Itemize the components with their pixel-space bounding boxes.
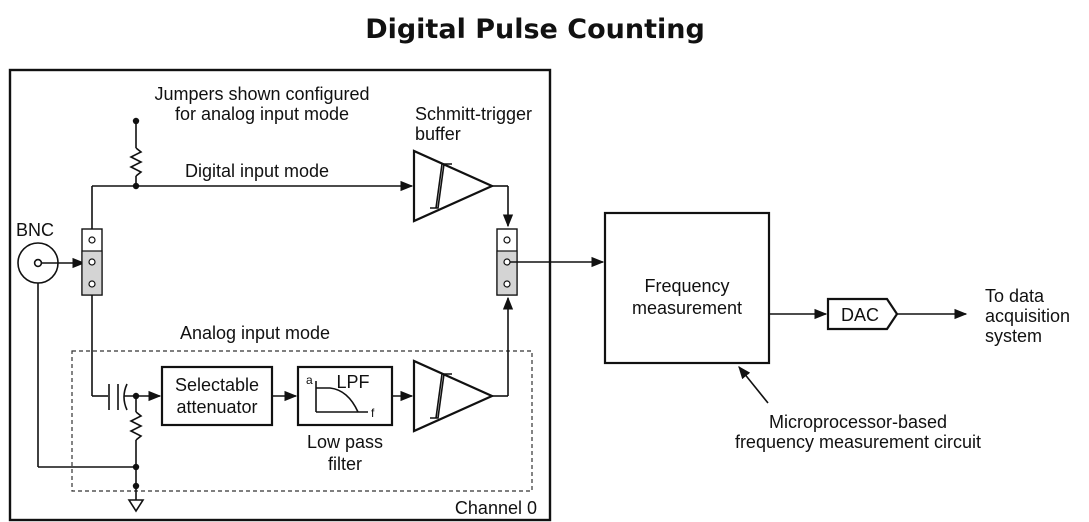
analog-input-line bbox=[91, 295, 108, 397]
lowpass-label-line1: Low pass bbox=[307, 432, 383, 452]
microprocessor-label-line2: frequency measurement circuit bbox=[735, 432, 981, 452]
attenuator-block bbox=[160, 365, 274, 427]
schmitt-bottom-to-jumper bbox=[492, 296, 514, 397]
attenuator-label-line1: Selectable bbox=[175, 375, 259, 395]
coupling-capacitor bbox=[108, 383, 162, 411]
bnc-connector bbox=[17, 242, 136, 468]
pullup-resistor bbox=[129, 117, 143, 190]
output-label-line1: To data bbox=[985, 286, 1045, 306]
schmitt-label-line1: Schmitt-trigger bbox=[415, 104, 532, 124]
digital-input-line bbox=[91, 180, 414, 229]
lpf-axis-a: a bbox=[306, 373, 313, 387]
output-label-line2: acquisition bbox=[985, 306, 1070, 326]
diagram-title: Digital Pulse Counting bbox=[365, 14, 705, 45]
shunt-resistor bbox=[129, 392, 143, 500]
attenuator-label-line2: attenuator bbox=[176, 397, 257, 417]
bnc-label: BNC bbox=[16, 220, 54, 240]
dac-label: DAC bbox=[841, 305, 879, 325]
schmitt-trigger-buffer-bottom bbox=[412, 359, 495, 433]
ground-icon bbox=[127, 499, 145, 513]
schmitt-label-line2: buffer bbox=[415, 124, 461, 144]
analog-section-dashed-box bbox=[71, 350, 533, 492]
lowpass-label-line2: filter bbox=[328, 454, 362, 474]
dac-block bbox=[826, 297, 899, 331]
microprocessor-label-line1: Microprocessor-based bbox=[769, 412, 947, 432]
input-jumper bbox=[81, 228, 103, 296]
frequency-label-line1: Frequency bbox=[644, 276, 729, 296]
channel-label: Channel 0 bbox=[455, 498, 537, 518]
schmitt-trigger-buffer-top bbox=[412, 149, 495, 223]
frequency-label-line2: measurement bbox=[632, 298, 742, 318]
frequency-measurement-block bbox=[603, 211, 771, 365]
jumpers-note-line1: Jumpers shown configured bbox=[154, 84, 369, 104]
low-pass-filter-block bbox=[296, 365, 394, 427]
digital-mode-label: Digital input mode bbox=[185, 161, 329, 181]
analog-mode-label: Analog input mode bbox=[180, 323, 330, 343]
output-label-line3: system bbox=[985, 326, 1042, 346]
microprocessor-pointer bbox=[738, 366, 769, 404]
lpf-label: LPF bbox=[336, 372, 369, 392]
channel-box bbox=[8, 68, 552, 522]
jumpers-note-line2: for analog input mode bbox=[175, 104, 349, 124]
lpf-axis-f: f bbox=[371, 406, 375, 420]
schmitt-top-to-jumper bbox=[492, 185, 514, 228]
